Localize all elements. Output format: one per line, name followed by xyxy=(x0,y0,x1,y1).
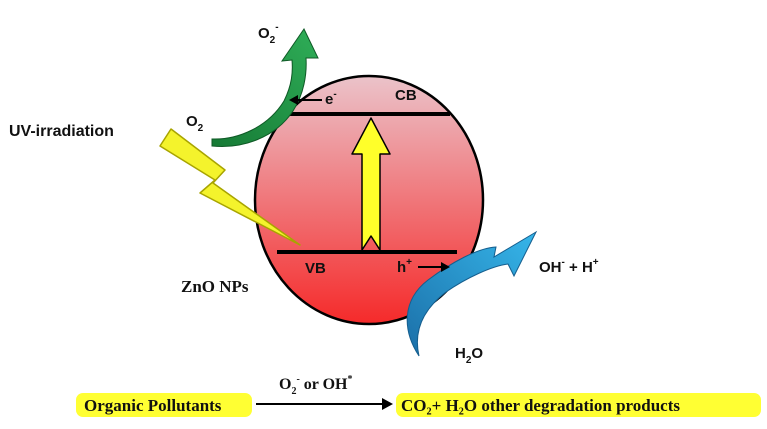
reactant-label: Organic Pollutants xyxy=(84,396,222,415)
h2o-oxidation-arrow xyxy=(406,230,538,357)
electron-arrow xyxy=(289,95,322,105)
product-label: CO₂+ H₂O other degradation products xyxy=(401,396,680,415)
electron-label: e- xyxy=(325,89,337,108)
vb-label: VB xyxy=(305,260,326,277)
hole-label: h+ xyxy=(397,257,412,276)
excitation-arrow xyxy=(351,117,391,251)
superoxide-label: O2- xyxy=(258,22,279,46)
reactant-highlight xyxy=(76,393,252,417)
oxygen-label: O2 xyxy=(186,113,204,134)
reaction-arrow xyxy=(256,398,393,410)
product-highlight xyxy=(396,393,761,417)
reagent-label: O2- or OH* xyxy=(279,374,353,397)
cb-label: CB xyxy=(395,87,417,104)
hole-arrow xyxy=(418,262,450,272)
o2-reduction-arrow xyxy=(211,28,319,147)
zno-nps-label: ZnO NPs xyxy=(181,277,249,296)
hydroxide-proton-label: OH- + H+ xyxy=(539,257,599,276)
uv-lightning-bolt xyxy=(159,128,301,246)
water-label: H2O xyxy=(455,345,483,366)
uv-irradiation-label: UV-irradiation xyxy=(9,123,114,140)
